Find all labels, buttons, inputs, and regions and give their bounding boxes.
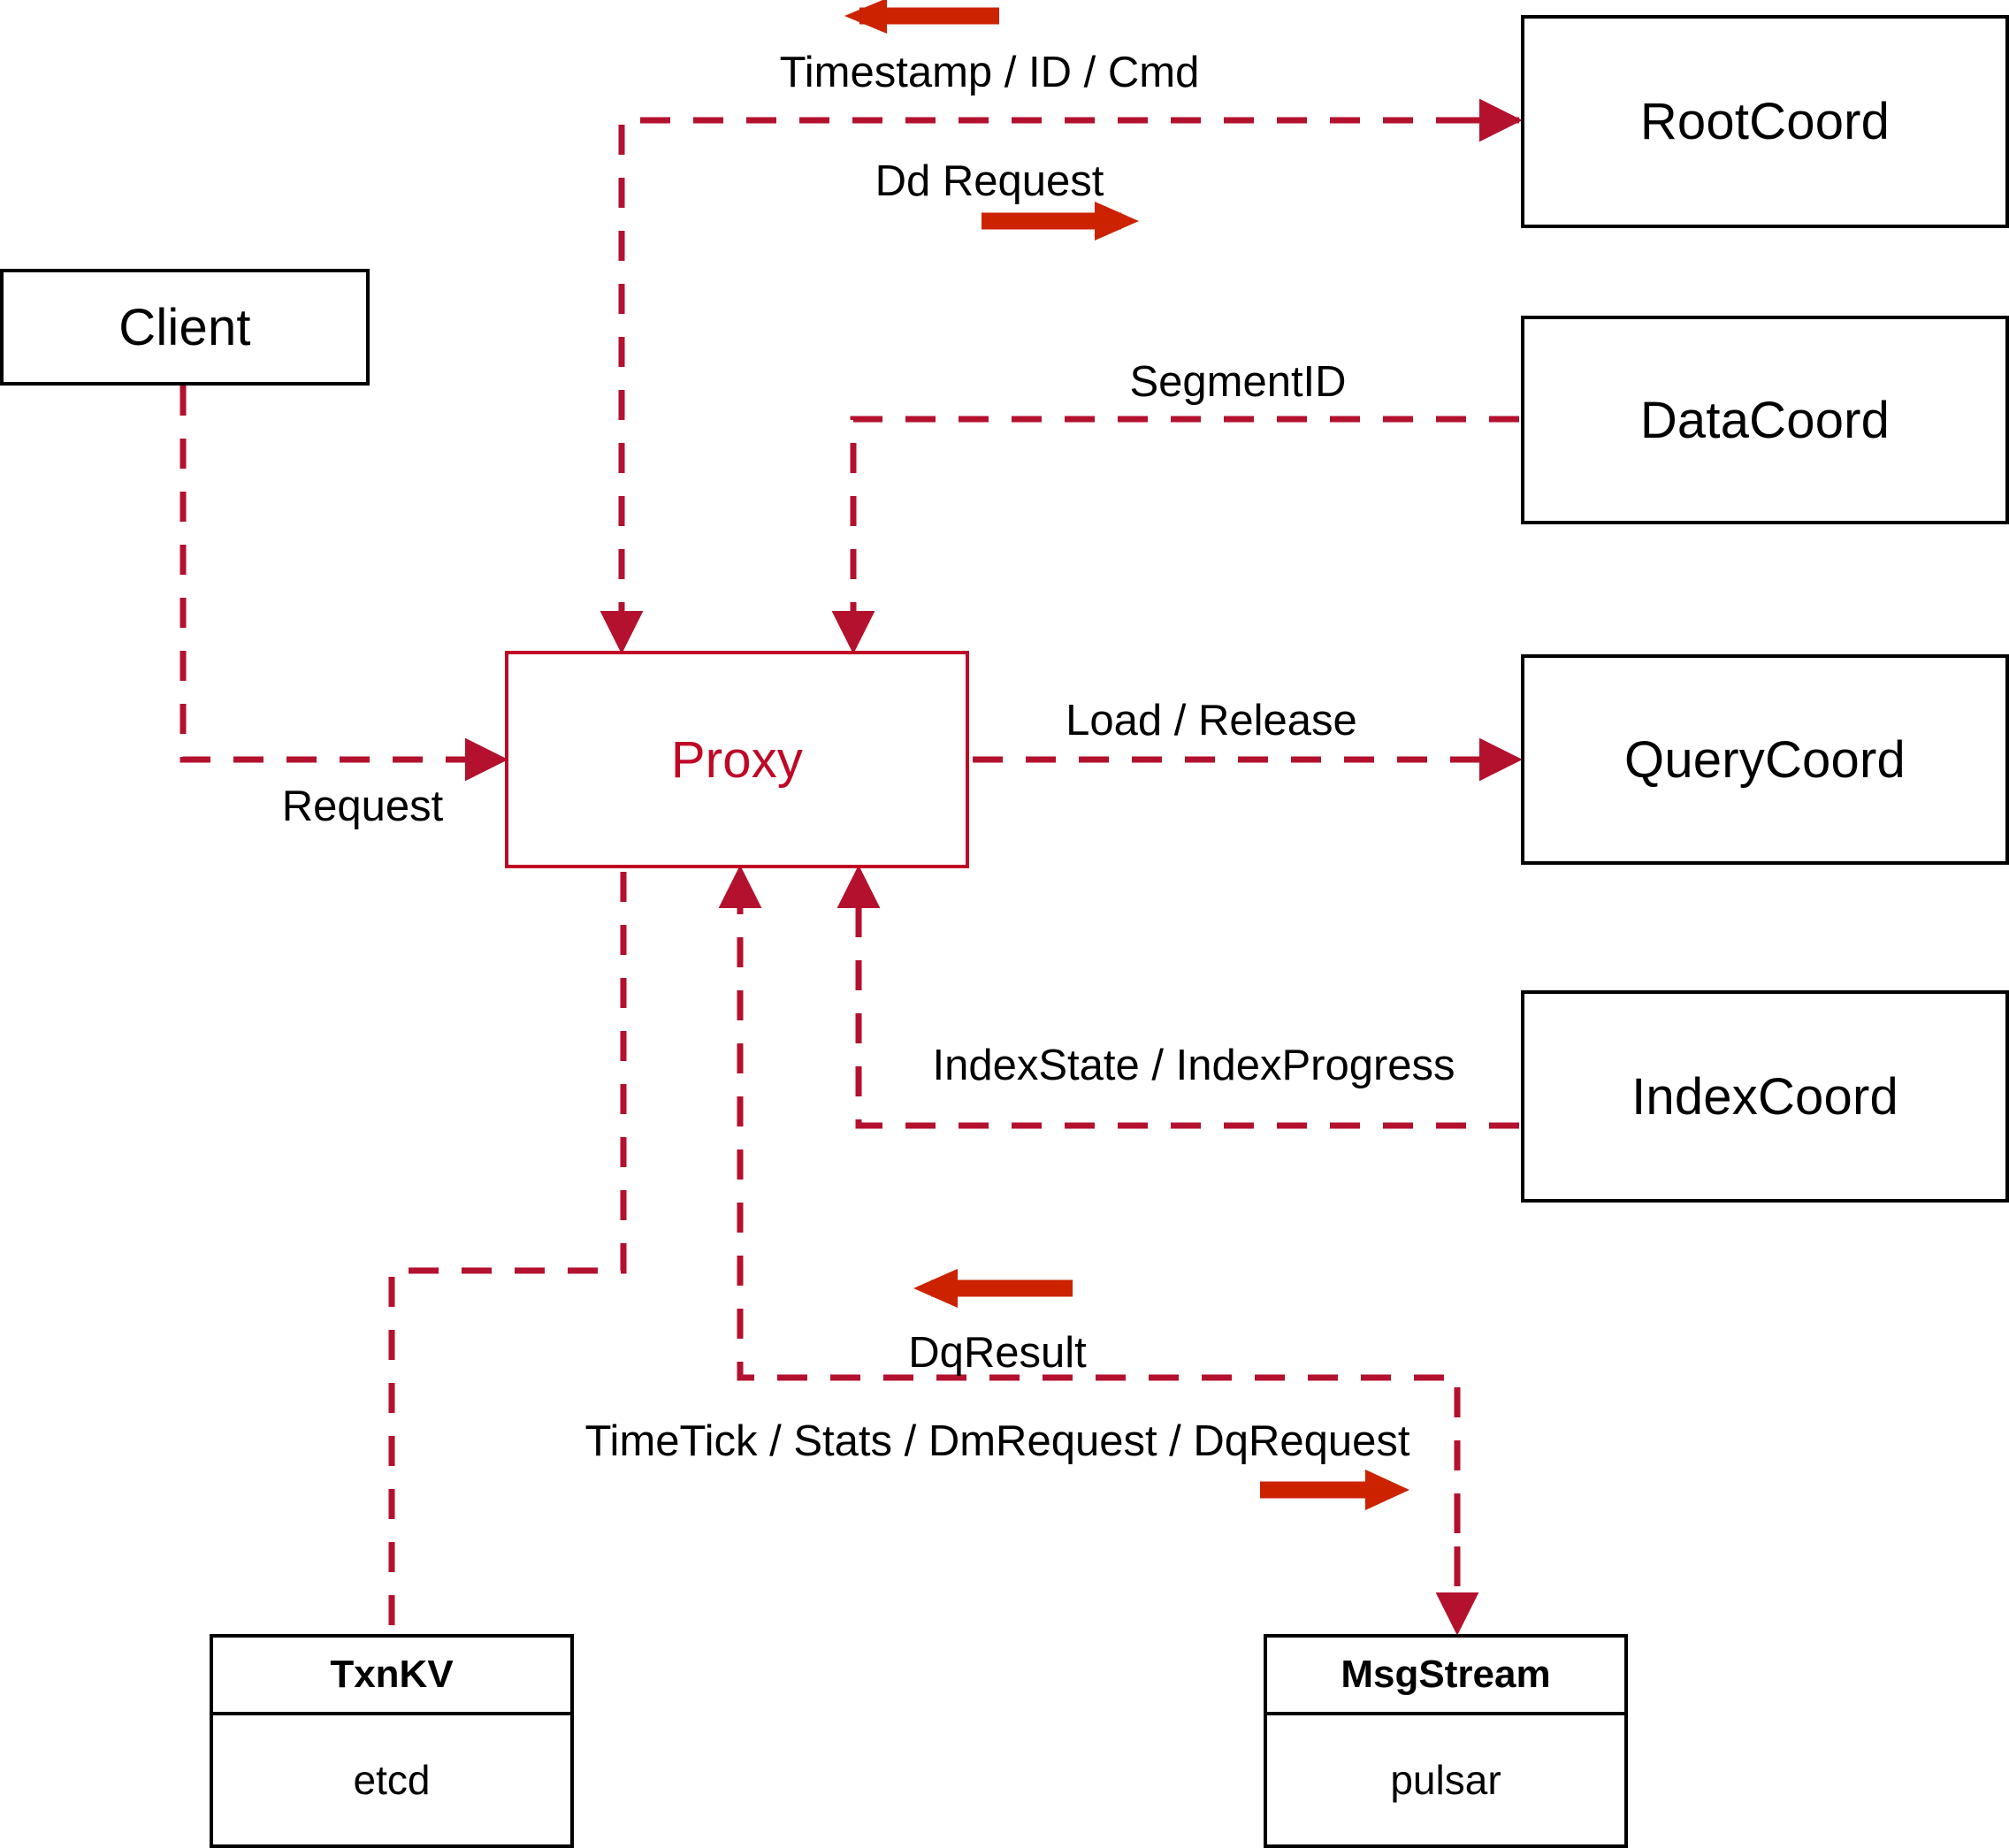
- node-rootcoord-label: RootCoord: [1639, 93, 1891, 150]
- edge-label-indexstate-indexprogress: IndexState / IndexProgress: [932, 1042, 1455, 1089]
- node-datacoord-label: DataCoord: [1639, 391, 1891, 449]
- edge-label-dqresult: DqResult: [908, 1329, 1087, 1377]
- node-querycoord-label: QueryCoord: [1624, 730, 1906, 789]
- node-client-label: Client: [118, 298, 251, 356]
- edge-label-request: Request: [281, 783, 444, 830]
- edge-label-dd-request: Dd Request: [875, 157, 1104, 205]
- direction-arrow-timestamp: [844, 0, 999, 34]
- edge-rootcoord-proxy: [600, 98, 1523, 654]
- direction-arrow-dqresult: [913, 1269, 1073, 1308]
- edge-proxy-txnkv: [388, 872, 627, 1634]
- edge-label-timestamp-id-cmd: Timestamp / ID / Cmd: [779, 49, 1200, 96]
- edge-label-segmentid: SegmentID: [1129, 358, 1347, 406]
- edge-label-timetick-stats-dmrequest-dqrequest: TimeTick / Stats / DmRequest / DqRequest: [584, 1417, 1410, 1465]
- node-datacoord[interactable]: DataCoord: [1521, 316, 2009, 524]
- node-txnkv-title: TxnKV: [213, 1638, 570, 1715]
- node-client[interactable]: Client: [0, 269, 370, 386]
- node-msgstream-impl: pulsar: [1390, 1757, 1501, 1803]
- edge-datacoord-proxy: [831, 416, 1519, 654]
- node-proxy[interactable]: Proxy: [505, 651, 969, 868]
- node-msgstream-title: MsgStream: [1267, 1638, 1624, 1715]
- node-txnkv-impl: etcd: [353, 1757, 431, 1803]
- node-indexcoord-label: IndexCoord: [1631, 1067, 1898, 1126]
- edge-client-proxy: [180, 386, 508, 782]
- node-querycoord[interactable]: QueryCoord: [1521, 654, 2009, 865]
- node-msgstream[interactable]: MsgStream pulsar: [1264, 1634, 1628, 1848]
- node-indexcoord[interactable]: IndexCoord: [1521, 990, 2009, 1203]
- edge-proxy-msgstream: [718, 865, 1479, 1636]
- direction-arrow-timetick: [1260, 1470, 1409, 1510]
- edge-label-load-release: Load / Release: [1066, 697, 1357, 745]
- node-txnkv[interactable]: TxnKV etcd: [210, 1634, 574, 1848]
- edge-indexcoord-proxy: [836, 865, 1519, 1129]
- direction-arrow-dd-request: [982, 202, 1139, 241]
- node-proxy-label: Proxy: [670, 730, 804, 789]
- node-rootcoord[interactable]: RootCoord: [1521, 15, 2009, 228]
